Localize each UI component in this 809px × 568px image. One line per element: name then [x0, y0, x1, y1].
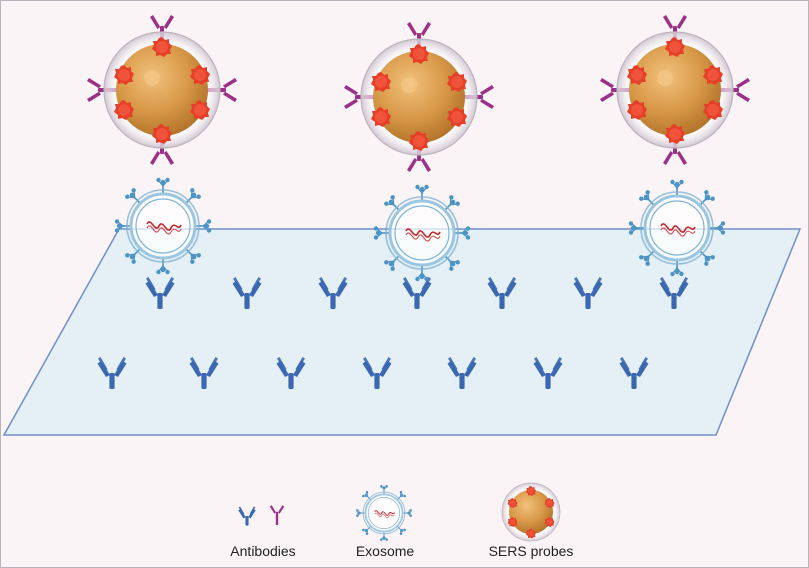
- legend-label-antibodies: Antibodies: [230, 543, 296, 559]
- sers-probe-3: [600, 15, 750, 165]
- legend-sers-probe-icon: [501, 482, 561, 542]
- legend-antibodies-icon: [238, 505, 285, 526]
- legend-exosome-icon: [355, 484, 413, 542]
- sers-probe-2: [344, 22, 494, 172]
- sers-probe-1: [87, 15, 237, 165]
- legend-label-sers-probes: SERS probes: [488, 543, 574, 559]
- legend-label-exosome: Exosome: [355, 543, 415, 559]
